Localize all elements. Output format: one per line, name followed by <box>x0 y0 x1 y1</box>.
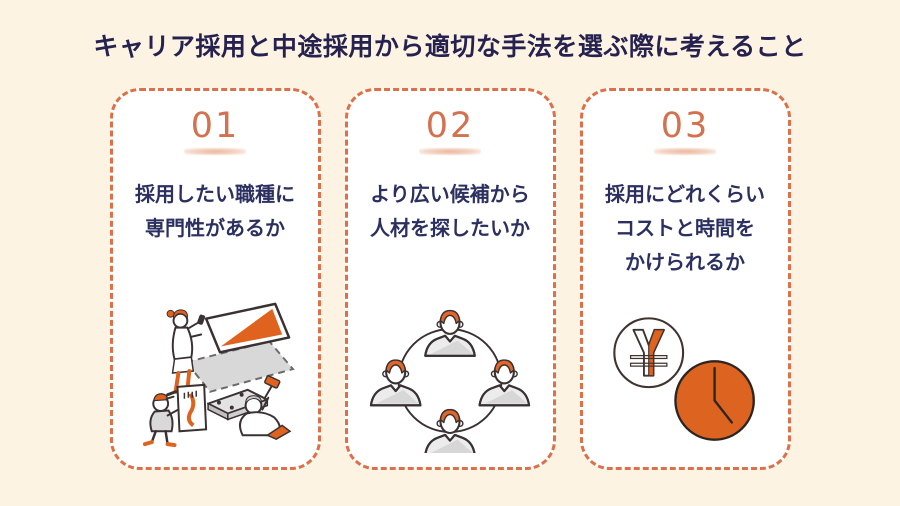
cost-and-time-illustration <box>599 279 771 468</box>
card-text-line: より広い候補から <box>370 181 530 206</box>
card-cost-time: 03 採用にどれくらい コストと時間を かけられるか <box>579 88 791 470</box>
card-text-cost-time: 採用にどれくらい コストと時間を かけられるか <box>605 177 765 279</box>
avatar-top <box>424 309 476 357</box>
panel-assembly-illustration <box>121 245 309 468</box>
people-network-icon <box>369 309 531 453</box>
avatar-right <box>478 359 531 407</box>
card-text-line: 人材を探したいか <box>370 215 530 240</box>
card-text-line: コストと時間を <box>615 215 755 240</box>
card-specialty: 01 採用したい職種に 専門性があるか <box>109 88 321 470</box>
card-text-candidates: より広い候補から 人材を探したいか <box>370 177 530 245</box>
page-title: キャリア採用と中途採用から適切な手法を選ぶ際に考えること <box>93 32 807 61</box>
panel-assembly-icon <box>142 302 295 448</box>
cost-and-time-icon <box>613 317 755 441</box>
panel-shape <box>204 302 291 354</box>
cards-row: 01 採用したい職種に 専門性があるか <box>0 88 900 470</box>
yen-coin-icon <box>613 317 685 389</box>
card-text-line: 専門性があるか <box>145 215 285 240</box>
brush-underline <box>184 147 246 155</box>
avatar-bottom <box>424 408 476 453</box>
brush-underline <box>419 147 481 155</box>
card-candidates: 02 より広い候補から 人材を探したいか <box>344 88 556 470</box>
clock-icon <box>674 360 755 441</box>
card-text-line: 採用にどれくらい <box>605 181 765 206</box>
floor-outline-shape <box>184 340 295 393</box>
woman-figure <box>166 309 206 397</box>
card-text-line: 採用したい職種に <box>135 181 295 206</box>
people-network-illustration <box>364 245 536 468</box>
card-number-02: 02 <box>425 106 475 146</box>
card-text-specialty: 採用したい職種に 専門性があるか <box>135 177 295 245</box>
brush-underline <box>654 147 716 155</box>
card-number-01: 01 <box>190 106 240 146</box>
card-number-03: 03 <box>660 106 710 146</box>
kneeling-worker-figure <box>238 375 292 441</box>
kid-painter-figure <box>142 393 180 448</box>
avatar-left <box>369 359 422 407</box>
card-text-line: かけられるか <box>625 249 745 274</box>
painting-canvas-shape <box>176 383 208 433</box>
